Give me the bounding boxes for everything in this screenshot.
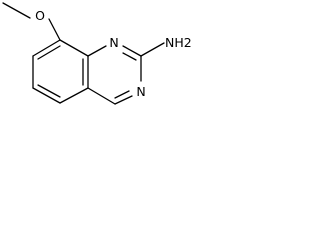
n1-c2-double	[122, 52, 137, 61]
oxygen-label: O	[35, 8, 45, 23]
bonds	[2, 2, 165, 105]
n1-c2-bond	[122, 45, 142, 57]
c8-c7-bond	[32, 39, 61, 57]
c2-amine-bond	[140, 42, 165, 57]
c6-c5-bond	[32, 87, 61, 104]
c8a-n1-bond	[87, 45, 107, 57]
nitrogen-n3-label: N	[136, 84, 145, 99]
n3-c4-bond	[114, 95, 133, 105]
oxygen-c8-bond	[48, 18, 61, 41]
atom-labels: O N N NH2	[35, 8, 192, 99]
n3-c4-double	[114, 90, 130, 99]
nitrogen-n1-label: N	[109, 35, 118, 50]
amine-label: NH2	[165, 35, 192, 50]
c6-c5-double	[37, 84, 61, 98]
molecule-structure: O N N NH2	[2, 2, 192, 105]
c5-c4a-bond	[59, 87, 89, 104]
c8a-c8-bond	[59, 39, 89, 57]
methyl-oxygen-bond	[2, 2, 31, 19]
c8-c7-double	[37, 45, 61, 60]
c4-c4a-bond	[87, 87, 116, 105]
